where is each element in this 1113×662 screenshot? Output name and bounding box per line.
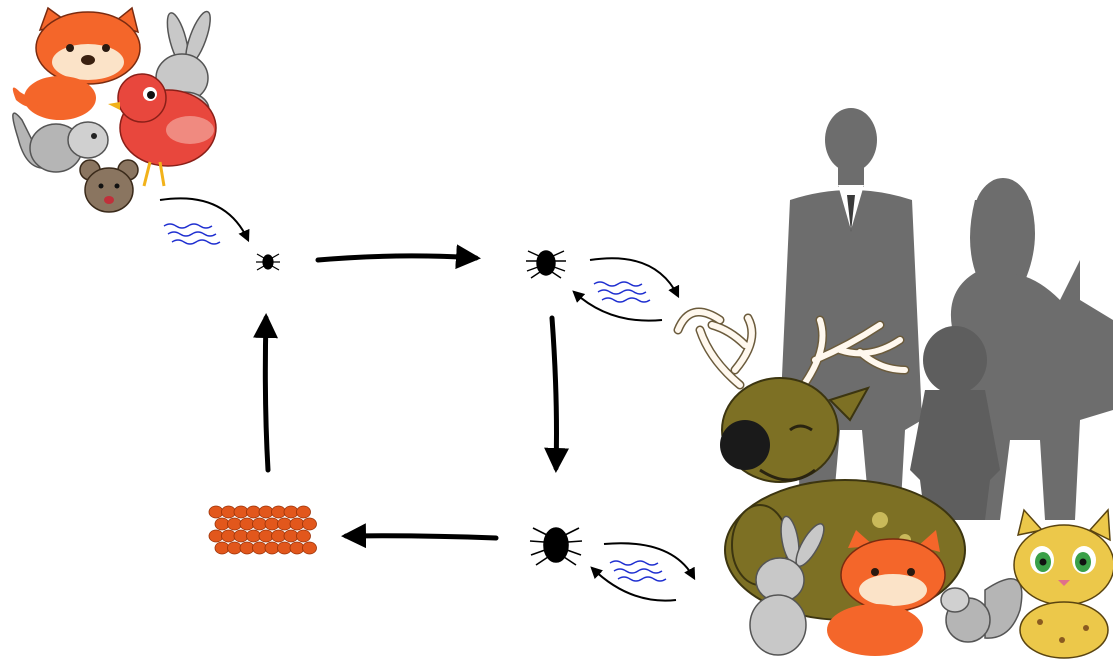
egg (221, 529, 236, 543)
egg (239, 517, 255, 531)
arrow-nymph-to-adult (544, 315, 570, 473)
host-feeding-arrows (159, 197, 696, 602)
tick-nymph-icon (526, 250, 566, 279)
egg (296, 529, 311, 543)
egg (264, 541, 280, 555)
squirrel-icon (12, 112, 109, 173)
arrow-eggs-to-larva (253, 313, 279, 473)
rabbit-icon (749, 515, 825, 656)
egg (233, 505, 249, 519)
blood-meal-waves (163, 223, 667, 582)
egg (302, 517, 317, 531)
egg (289, 541, 305, 555)
wave-icon (163, 223, 221, 245)
egg (227, 517, 242, 531)
egg (258, 505, 274, 519)
stage-eggs (208, 505, 317, 555)
egg (277, 541, 292, 555)
arrow-larva-to-nymph (315, 244, 481, 270)
egg (264, 517, 280, 531)
tick-eggs-icon (208, 505, 317, 555)
adult-tick-icon (529, 527, 583, 566)
stage-adult (529, 527, 583, 566)
mouse-icon (79, 159, 139, 213)
egg (252, 517, 267, 531)
wave-icon (593, 281, 651, 303)
egg (271, 529, 286, 543)
arrow-adult-to-eggs (341, 523, 499, 549)
egg (214, 517, 230, 531)
arrow-adult-to-host (603, 542, 696, 581)
egg (227, 541, 242, 555)
egg (208, 529, 224, 543)
egg (246, 529, 261, 543)
stage-nymph (526, 250, 566, 279)
egg (296, 505, 311, 519)
egg (233, 529, 249, 543)
egg (221, 505, 236, 519)
small-tick-larva-icon (256, 253, 280, 271)
arrow-host-to-nymph (572, 290, 663, 322)
adult-hosts (673, 307, 1113, 659)
squirrel-icon (940, 578, 1023, 643)
egg (239, 541, 255, 555)
egg (214, 541, 230, 555)
larva-hosts (12, 6, 217, 213)
egg (258, 529, 274, 543)
child-silhouette (910, 326, 1000, 520)
egg (283, 505, 299, 519)
arrow-host-to-larva (159, 197, 250, 243)
arrow-host-to-adult (590, 566, 677, 602)
fox-icon (827, 530, 946, 656)
bird-icon (108, 73, 217, 187)
fox-icon (12, 6, 141, 120)
egg (283, 529, 299, 543)
wave-icon (609, 560, 667, 582)
egg (208, 505, 224, 519)
egg (246, 505, 261, 519)
egg (271, 505, 286, 519)
stage-larva (256, 253, 280, 271)
cycle-arrows (253, 244, 570, 549)
egg (252, 541, 267, 555)
egg (289, 517, 305, 531)
cat-icon (1013, 508, 1113, 659)
arrow-nymph-to-host (589, 257, 680, 299)
egg (277, 517, 292, 531)
egg (302, 541, 317, 555)
